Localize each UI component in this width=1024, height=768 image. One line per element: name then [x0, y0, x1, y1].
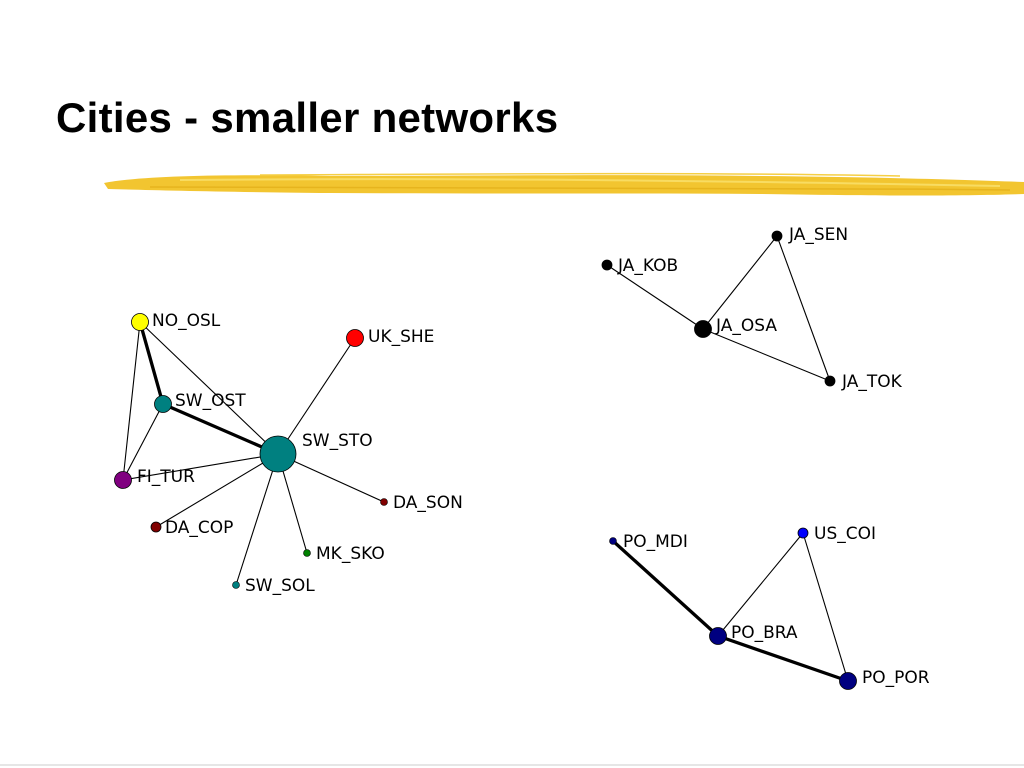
node-da-son [380, 498, 388, 506]
edge-da-cop-sw-sto [155, 453, 279, 528]
node-label-da-cop: DA_COP [165, 518, 233, 538]
edge-ja-sen-ja-osa [702, 235, 778, 330]
node-label-sw-sol: SW_SOL [245, 576, 315, 596]
node-label-po-bra: PO_BRA [731, 623, 798, 643]
edge-uk-she-sw-sto [277, 337, 356, 455]
edge-po-mdi-po-bra [611, 539, 720, 638]
edge-no-osl-sw-sto [139, 321, 279, 455]
edge-ja-sen-ja-tok [776, 235, 831, 382]
edge-ja-kob-ja-osa [606, 264, 704, 330]
node-sw-ost [154, 395, 172, 413]
node-uk-she [346, 329, 364, 347]
edge-us-coi-po-por [802, 532, 849, 682]
node-label-po-por: PO_POR [862, 668, 930, 688]
node-label-uk-she: UK_SHE [368, 327, 434, 347]
node-mk-sko [303, 549, 311, 557]
node-sw-sto [259, 435, 297, 473]
edge-po-bra-us-coi [717, 532, 804, 637]
node-da-cop [150, 521, 162, 533]
edge-sw-ost-sw-sto [161, 402, 280, 456]
node-label-no-osl: NO_OSL [152, 311, 221, 331]
node-label-ja-tok: JA_TOK [841, 372, 903, 392]
edge-sw-sol-sw-sto [235, 453, 279, 586]
slide-title: Cities - smaller networks [56, 94, 559, 141]
node-us-coi [797, 527, 809, 539]
node-label-sw-sto: SW_STO [302, 431, 373, 451]
node-label-da-son: DA_SON [393, 493, 463, 513]
node-po-mdi [609, 537, 617, 545]
node-ja-kob [601, 259, 613, 271]
edge-po-bra-po-por [716, 634, 850, 683]
node-label-ja-sen: JA_SEN [788, 225, 848, 245]
edge-sw-ost-fi-tur [122, 403, 164, 481]
node-po-por [839, 672, 857, 690]
footer-divider [0, 764, 1024, 766]
node-ja-sen [771, 230, 783, 242]
edge-ja-osa-ja-tok [702, 328, 831, 382]
node-ja-tok [824, 375, 836, 387]
node-ja-osa [694, 320, 712, 338]
node-label-mk-sko: MK_SKO [316, 544, 385, 564]
edge-fi-tur-sw-sto [122, 453, 279, 481]
node-label-ja-kob: JA_KOB [617, 256, 678, 276]
edge-no-osl-sw-ost [138, 320, 165, 406]
node-sw-sol [232, 581, 240, 589]
edges-layer [122, 235, 850, 683]
edge-da-son-sw-sto [277, 453, 385, 503]
labels-layer: NO_OSL SW_OST FI_TUR SW_STO UK_SHE DA_SON DA_C… [137, 225, 930, 688]
edge-no-osl-fi-tur [122, 321, 141, 481]
node-po-bra [709, 627, 727, 645]
node-label-us-coi: US_COI [814, 524, 876, 544]
node-fi-tur [114, 471, 132, 489]
nodes-layer [114, 230, 857, 690]
node-label-fi-tur: FI_TUR [137, 467, 195, 487]
node-no-osl [131, 313, 149, 331]
node-label-sw-ost: SW_OST [175, 391, 246, 411]
node-label-ja-osa: JA_OSA [715, 316, 777, 336]
node-label-po-mdi: PO_MDI [623, 532, 688, 552]
